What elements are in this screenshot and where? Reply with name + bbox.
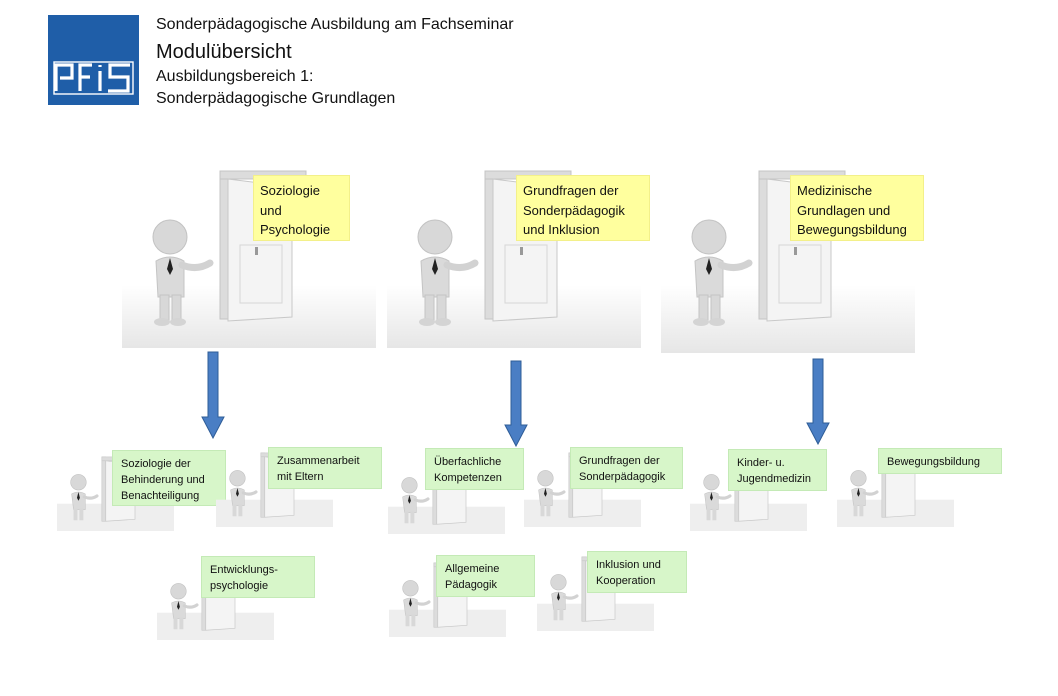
main-module-note: Soziologie und Psychologie bbox=[253, 175, 350, 241]
main-module-note: Medizinische Grundlagen und Bewegungsbil… bbox=[790, 175, 924, 241]
sub-module-note: Entwicklungs- psychologie bbox=[201, 556, 315, 598]
sub-module-note: Allgemeine Pädagogik bbox=[436, 555, 535, 597]
sub-module-note: Grundfragen der Sonderpädagogik bbox=[570, 447, 683, 489]
header-subtitle: Sonderpädagogische Ausbildung am Fachsem… bbox=[156, 16, 514, 33]
down-arrow-icon bbox=[504, 360, 528, 447]
sub-module-note: Kinder- u. Jugendmedizin bbox=[728, 449, 827, 491]
sub-module-note: Inklusion und Kooperation bbox=[587, 551, 687, 593]
main-module-scene: Grundfragen der Sonderpädagogik und Inkl… bbox=[387, 165, 650, 348]
main-module-note: Grundfragen der Sonderpädagogik und Inkl… bbox=[516, 175, 650, 241]
down-arrow-icon bbox=[806, 358, 830, 445]
main-module-scene: Medizinische Grundlagen und Bewegungsbil… bbox=[661, 165, 924, 353]
sub-module-note: Bewegungsbildung bbox=[878, 448, 1002, 474]
page-title: Modulübersicht bbox=[156, 41, 292, 63]
pfis-logo bbox=[48, 15, 139, 105]
sub-module-note: Überfachliche Kompetenzen bbox=[425, 448, 524, 490]
sub-module-note: Soziologie der Behinderung und Benachtei… bbox=[112, 450, 226, 506]
header-area: Ausbildungsbereich 1: bbox=[156, 68, 314, 85]
down-arrow-icon bbox=[201, 351, 225, 439]
header-area-name: Sonderpädagogische Grundlagen bbox=[156, 90, 396, 107]
main-module-scene: Soziologie und Psychologie bbox=[122, 165, 376, 348]
sub-module-note: Zusammenarbeit mit Eltern bbox=[268, 447, 382, 489]
